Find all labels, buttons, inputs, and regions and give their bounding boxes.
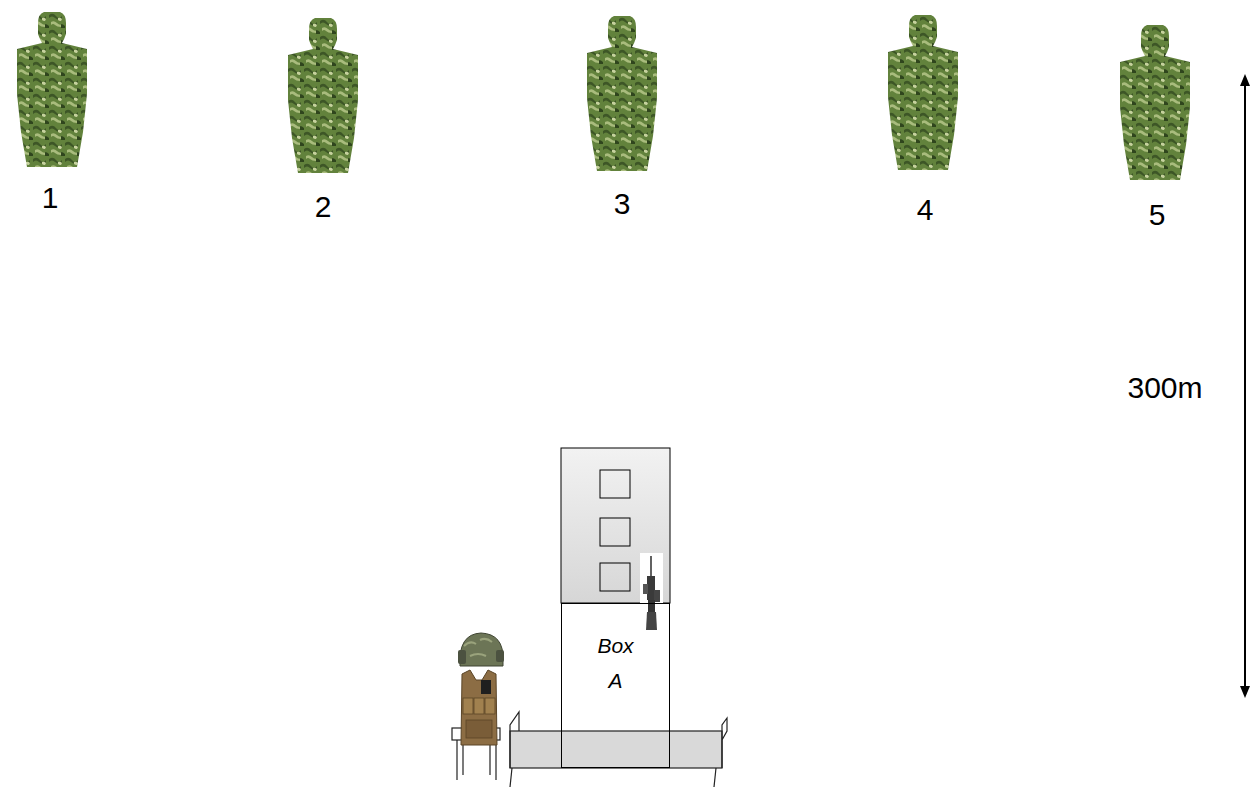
dimension-arrow [1240,74,1250,698]
body-armour-vest [461,670,497,745]
combat-helmet [458,633,504,666]
target-silhouette [888,15,958,170]
dimension-label: 300m [1127,371,1202,405]
cot [510,712,727,787]
callout-number: 4 [917,193,934,227]
box-label: Box A [590,628,642,698]
rifle-image [640,553,663,633]
callout-number: 5 [1149,198,1166,232]
target-silhouette [288,18,358,173]
target-silhouette [1120,25,1190,180]
box-node: Box A [561,603,670,768]
callout-number: 1 [42,181,59,215]
callout-number: 3 [614,187,631,221]
target-silhouette [17,12,87,167]
target-silhouette [587,16,657,171]
tower-upper [561,448,670,603]
callout-number: 2 [315,190,332,224]
